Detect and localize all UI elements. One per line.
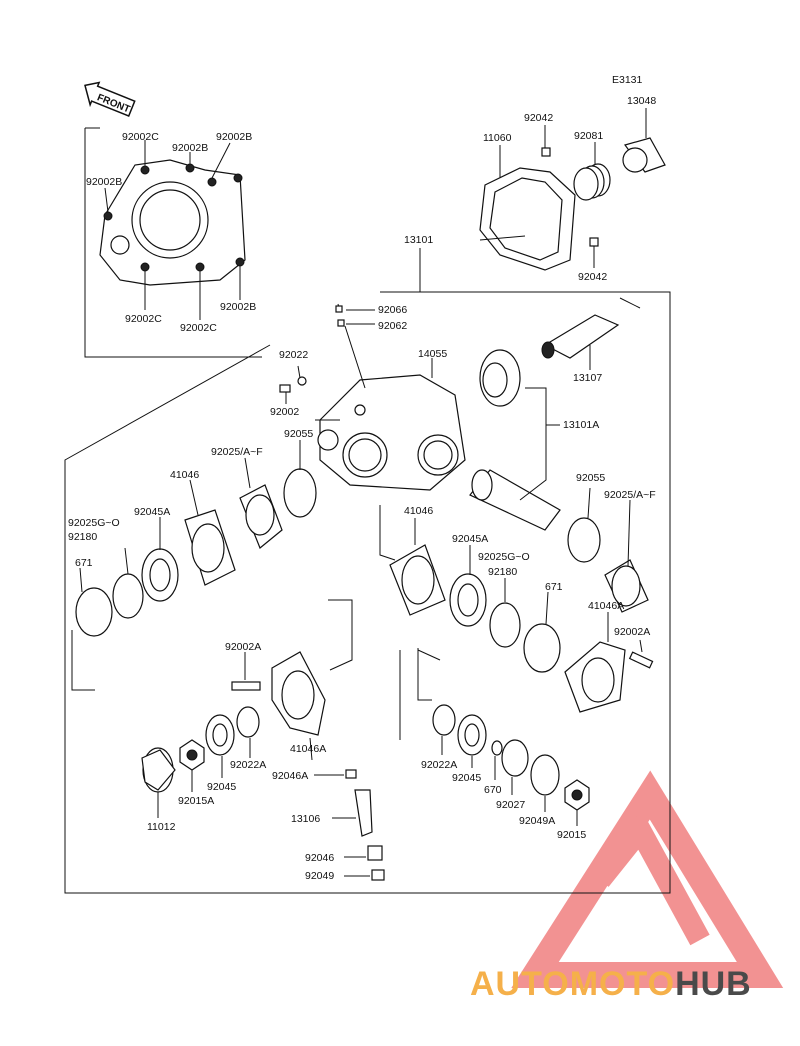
label-92002C: 92002C [125, 313, 162, 325]
front-arrow-icon: FRONT [84, 81, 136, 117]
label-92045: 92045 [207, 781, 236, 793]
label-92002C: 92002C [180, 322, 217, 334]
label-92042: 92042 [578, 271, 607, 283]
label-41046: 41046 [170, 469, 199, 481]
label-92002A: 92002A [614, 626, 650, 638]
lower-left-bearings [141, 706, 260, 818]
cover-group [479, 108, 666, 271]
label-92045A: 92045A [452, 533, 488, 545]
label-14055: 14055 [418, 348, 447, 360]
label-92045A: 92045A [134, 506, 170, 518]
label-92027: 92027 [496, 799, 525, 811]
label-92022A: 92022A [421, 759, 457, 771]
label-92045: 92045 [452, 772, 481, 784]
label-92180: 92180 [488, 566, 517, 578]
label-92015: 92015 [557, 829, 586, 841]
label-92025A-F: 92025/A~F [211, 446, 263, 458]
lower-right-bearings [417, 648, 590, 826]
ring-gear [469, 349, 561, 531]
watermark-brand-part1: AUTOMOTO [470, 965, 675, 1003]
right-lower-case [564, 612, 654, 713]
label-13107: 13107 [573, 372, 602, 384]
label-41046: 41046 [404, 505, 433, 517]
label-92046A: 92046A [272, 770, 308, 782]
housing-bolt-inset [84, 127, 262, 358]
watermark-logo [511, 770, 784, 988]
label-671: 671 [75, 557, 93, 569]
label-11012: 11012 [147, 821, 176, 833]
label-11060: 11060 [483, 132, 512, 144]
center-small-parts [314, 769, 385, 881]
watermark-brand-part2: HUB [675, 965, 752, 1003]
label-92066: 92066 [378, 304, 407, 316]
label-671: 671 [545, 581, 563, 593]
label-41046A: 41046A [588, 600, 624, 612]
left-gasket-stack [71, 440, 317, 691]
label-92049: 92049 [305, 870, 334, 882]
label-92002B: 92002B [216, 131, 252, 143]
label-13106: 13106 [291, 813, 320, 825]
diagram-code: E3131 [612, 74, 643, 86]
label-92180: 92180 [68, 531, 97, 543]
label-92025G-O: 92025G~O [68, 517, 120, 529]
label-92049A: 92049A [519, 815, 555, 827]
watermark-text: AUTOMOTOHUB [470, 965, 752, 1003]
label-92015A: 92015A [178, 795, 214, 807]
label-92025G-O: 92025G~O [478, 551, 530, 563]
label-92081: 92081 [574, 130, 603, 142]
drive-shaft [541, 314, 620, 370]
label-92022A: 92022A [230, 759, 266, 771]
label-92002B: 92002B [220, 301, 256, 313]
label-92046: 92046 [305, 852, 334, 864]
label-92062: 92062 [378, 320, 407, 332]
gear-case [315, 303, 466, 491]
label-13048: 13048 [627, 95, 656, 107]
left-lower-case [231, 599, 353, 761]
label-92042: 92042 [524, 112, 553, 124]
label-13101: 13101 [404, 234, 433, 246]
label-92002B: 92002B [172, 142, 208, 154]
bolt-92002 [279, 365, 307, 404]
right-gasket-stack [379, 487, 649, 740]
svg-text:AUTOMOTOHUB: AUTOMOTOHUB [470, 965, 752, 1003]
label-92055: 92055 [284, 428, 313, 440]
label-41046A: 41046A [290, 743, 326, 755]
label-670: 670 [484, 784, 502, 796]
label-92022: 92022 [279, 349, 308, 361]
label-92025A-F: 92025/A~F [604, 489, 656, 501]
label-13101A: 13101A [563, 419, 599, 431]
label-92002B: 92002B [86, 176, 122, 188]
label-92002A: 92002A [225, 641, 261, 653]
label-92002: 92002 [270, 406, 299, 418]
assembly-frame: 13101 [64, 234, 671, 894]
label-92002C: 92002C [122, 131, 159, 143]
label-92055: 92055 [576, 472, 605, 484]
